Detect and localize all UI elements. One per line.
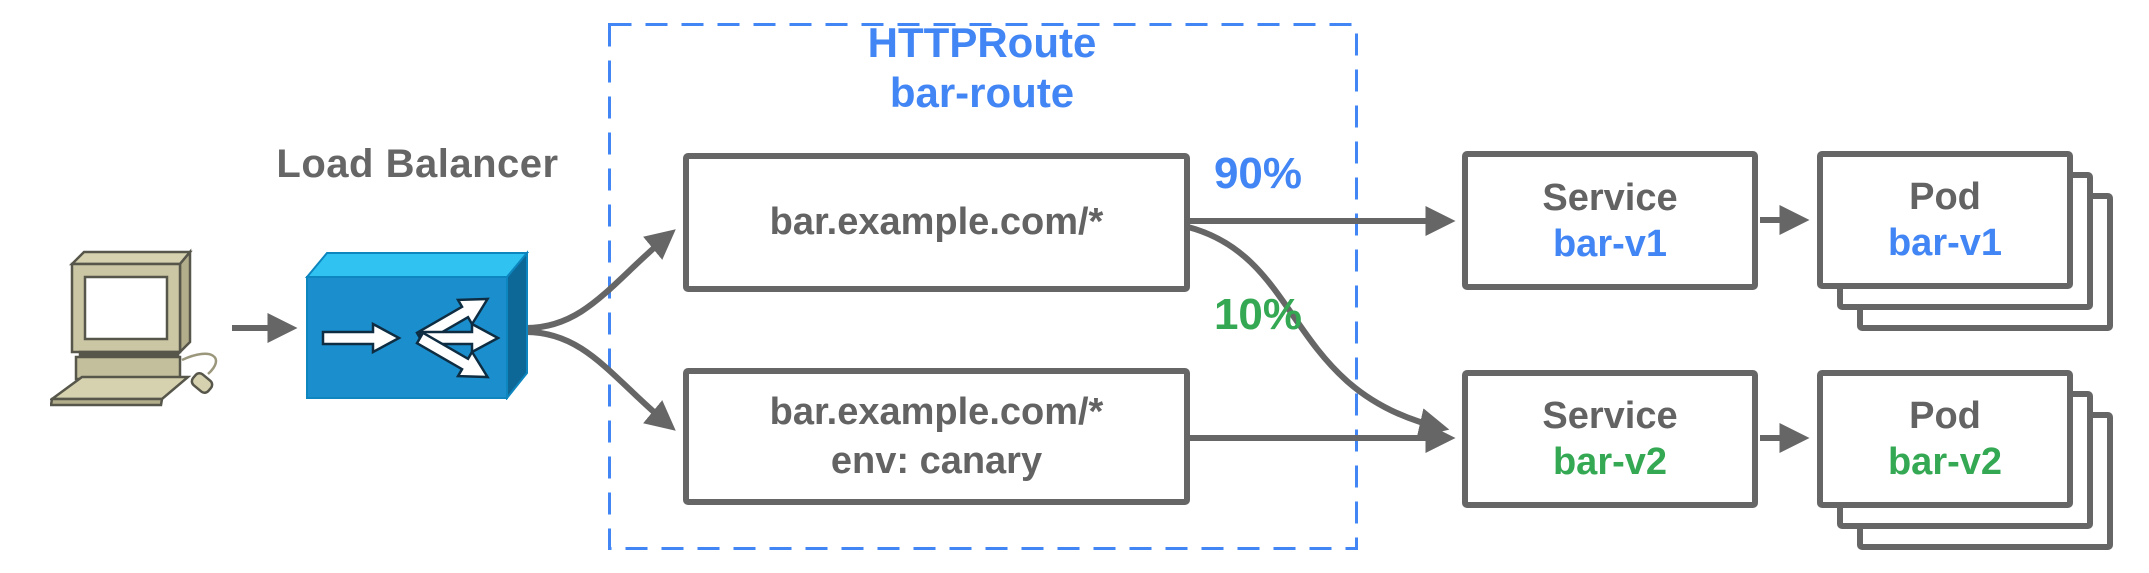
route-rule-box-1: bar.example.com/* [683,153,1190,292]
pod-kind-label: Pod [1909,395,1981,437]
lb-arrow-in [321,321,402,355]
mouse [190,372,214,394]
load-balancer-icon [305,250,530,400]
monitor-top-face [68,250,193,266]
pod-kind-label: Pod [1909,176,1981,218]
keyboard-edge [50,397,164,407]
computer-base [74,355,182,381]
arrow-lb-to-rule2 [525,329,676,431]
mouse-cable [181,352,218,375]
weight-10-label: 10% [1213,290,1303,339]
service-bar-v1-box: Service bar-v1 [1462,151,1758,290]
keyboard-top [50,375,192,401]
service-name-label: bar-v1 [1552,222,1668,265]
desktop-computer-icon [50,248,218,407]
pod-name-label: bar-v2 [1887,441,2003,483]
lb-arrow-out-down [415,331,490,379]
lb-top-face [305,252,530,278]
lb-side-face [506,250,528,400]
httproute-title: HTTPRoute bar-route [732,18,1232,118]
httproute-kind: HTTPRoute [867,19,1097,66]
httproute-name: bar-route [889,69,1075,116]
pod-card: Pod bar-v1 [1817,151,2073,289]
load-balancer-label: Load Balancer [276,141,559,186]
pod-card: Pod bar-v2 [1817,370,2073,508]
route-rule-2-header: env: canary [830,439,1043,482]
service-kind-label: Service [1542,176,1678,219]
monitor-side-face [178,248,192,356]
route-rule-1-match: bar.example.com/* [769,201,1104,243]
arrow-rule1-to-service-v2-canary [1187,224,1450,438]
monitor-screen [83,275,169,341]
pod-bar-v1-stack: Pod bar-v1 [1817,151,2117,336]
service-bar-v2-box: Service bar-v2 [1462,370,1758,508]
weight-90-label: 90% [1213,149,1303,198]
service-kind-label: Service [1542,395,1678,437]
service-name-label: bar-v2 [1552,441,1668,483]
route-rule-2-match: bar.example.com/* [769,390,1104,433]
pod-bar-v2-stack: Pod bar-v2 [1817,370,2117,555]
pod-name-label: bar-v1 [1887,222,2003,264]
arrow-lb-to-rule1 [525,229,676,331]
route-rule-box-2: bar.example.com/* env: canary [683,368,1190,505]
